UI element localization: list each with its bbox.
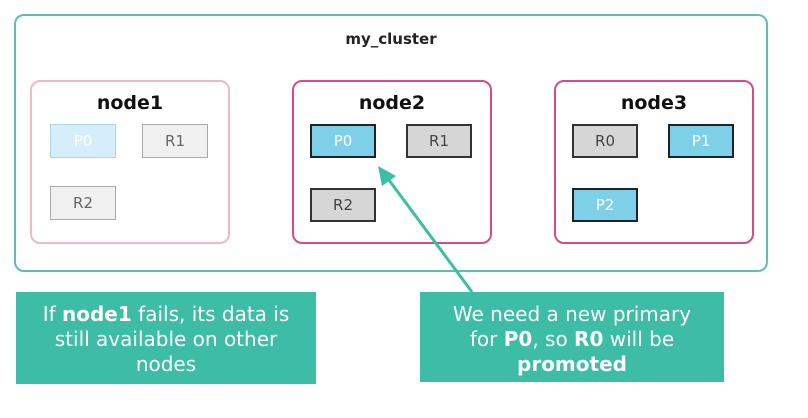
- primary-shard-ref: P0: [503, 327, 533, 351]
- node1-box: node1 P0 R1 R2: [30, 80, 230, 244]
- node1-title: node1: [96, 92, 164, 114]
- promotion-callout-line2: for P0, so R0 will be: [469, 327, 675, 351]
- node3-box: node3 R0 P1 P2: [554, 80, 754, 244]
- failed-node-name: node1: [62, 302, 132, 326]
- node2-shard-p0: P0: [310, 124, 376, 158]
- replica-shard-ref: R0: [574, 327, 604, 351]
- node2-shard-r2: R2: [310, 188, 376, 222]
- promotion-callout: We need a new primary for P0, so R0 will…: [420, 292, 724, 382]
- node2-box: node2 P0 R1 R2: [292, 80, 492, 244]
- promotion-callout-line3: promoted: [517, 352, 627, 376]
- node3-title: node3: [620, 92, 688, 114]
- node3-shard-p2: P2: [572, 188, 638, 222]
- promotion-callout-line1: We need a new primary: [452, 302, 692, 326]
- node3-shard-r0: R0: [572, 124, 638, 158]
- node2-title: node2: [358, 92, 426, 114]
- failure-callout-line3: nodes: [135, 352, 197, 376]
- node1-shard-p0: P0: [50, 124, 116, 158]
- arrow-head: [378, 166, 396, 186]
- failure-callout: If node1 fails, its data is still availa…: [16, 292, 316, 384]
- node3-shard-p1: P1: [668, 124, 734, 158]
- failure-callout-line1: If node1 fails, its data is: [42, 302, 290, 326]
- node1-shard-r2: R2: [50, 186, 116, 220]
- cluster-title: my_cluster: [345, 30, 437, 48]
- node1-shard-r1: R1: [142, 124, 208, 158]
- cluster-container: my_cluster: [14, 14, 768, 272]
- arrow-shaft: [384, 175, 474, 293]
- node2-shard-r1: R1: [406, 124, 472, 158]
- failure-callout-line2: still available on other: [54, 327, 278, 351]
